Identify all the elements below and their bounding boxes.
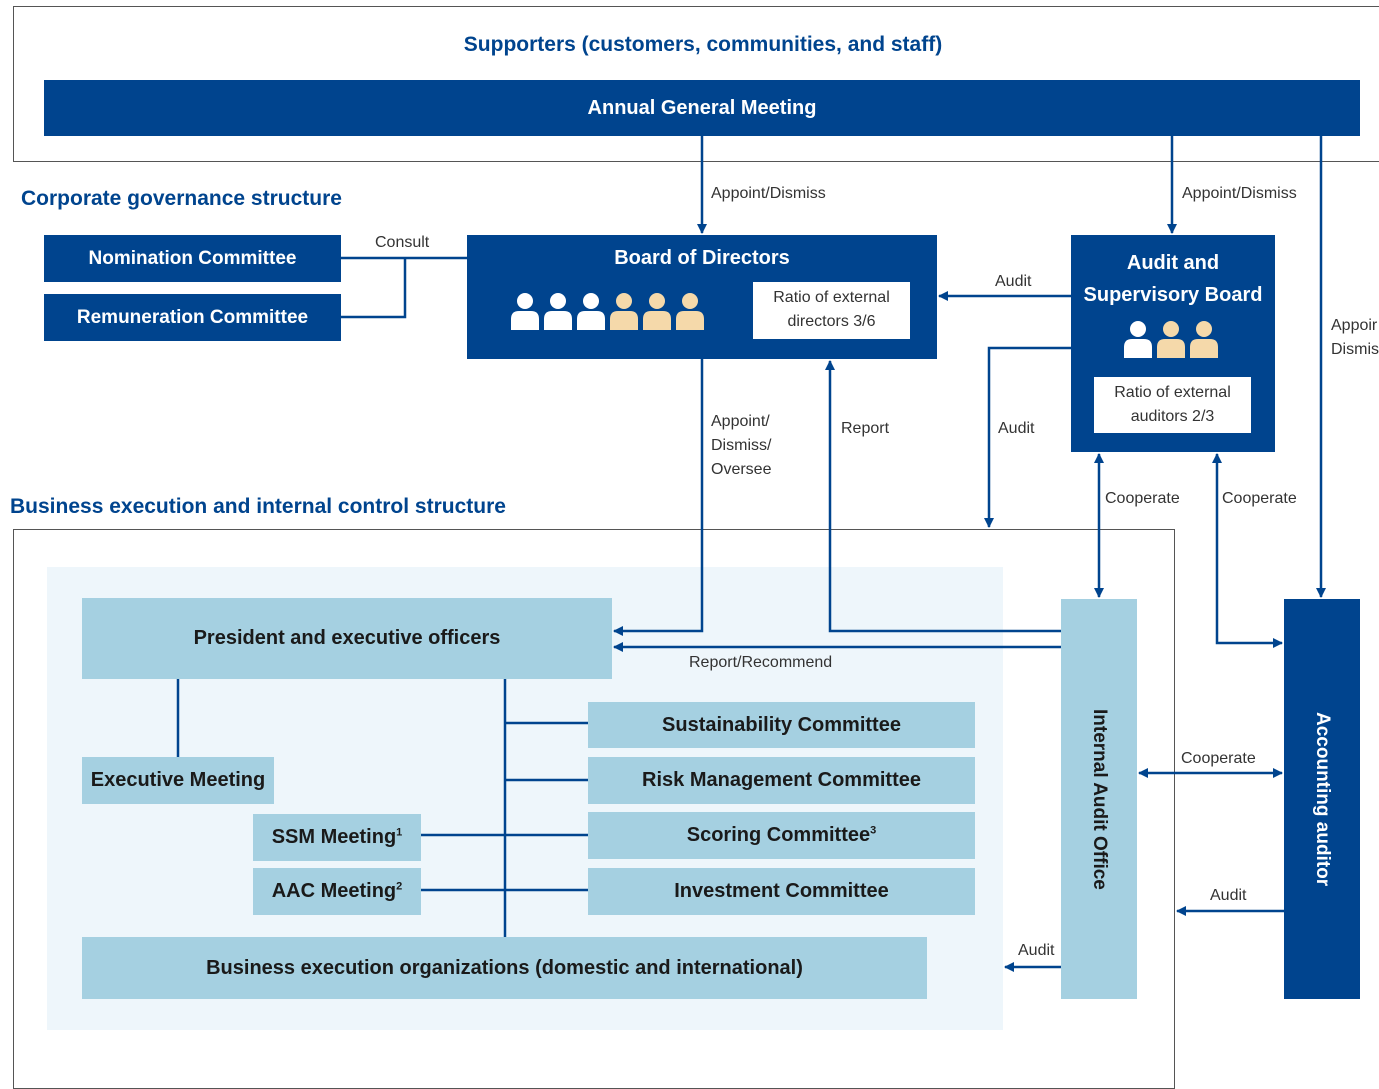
external-person-icon	[1157, 321, 1185, 358]
appoint-dismiss-label-accounting: Appoir Dismis	[1331, 314, 1379, 362]
aac-meeting-box: AAC Meeting2	[253, 868, 421, 915]
appoint-oversee-line2: Dismiss/	[711, 437, 772, 454]
audit-label-internal: Audit	[1018, 942, 1055, 959]
governance-title: Corporate governance structure	[21, 187, 342, 210]
audit-supervisory-board-box: Audit and Supervisory Board Ratio of ext…	[1071, 235, 1275, 452]
auditor-icons	[1124, 320, 1224, 360]
appoint-oversee-line1: Appoint/	[711, 413, 770, 430]
audit-ratio-box: Ratio of external auditors 2/3	[1094, 377, 1251, 433]
business-orgs-label: Business execution organizations (domest…	[206, 956, 803, 979]
supporters-frame	[13, 6, 1379, 162]
business-title: Business execution and internal control …	[10, 495, 506, 518]
board-of-directors-box: Board of Directors Ratio of external dir…	[467, 235, 937, 359]
cooperate-label-internal-audit: Cooperate	[1105, 490, 1180, 507]
audit-board-title: Audit and Supervisory Board	[1071, 247, 1275, 311]
risk-management-committee-box: Risk Management Committee	[588, 757, 975, 804]
scoring-committee-label: Scoring Committee3	[687, 824, 876, 847]
ssm-meeting-text: SSM Meeting	[271, 826, 397, 848]
supporters-title: Supporters (customers, communities, and …	[463, 33, 943, 56]
audit-label-accounting: Audit	[1210, 887, 1247, 904]
person-icon	[544, 293, 572, 330]
board-title: Board of Directors	[614, 247, 790, 269]
agm-bar: Annual General Meeting	[44, 80, 1360, 136]
nomination-committee-box: Nomination Committee	[44, 235, 341, 282]
report-recommend-label: Report/Recommend	[689, 654, 833, 671]
cooperate-label-internal-accounting: Cooperate	[1181, 750, 1256, 767]
scoring-committee-box: Scoring Committee3	[588, 812, 975, 859]
director-people-icons	[511, 293, 704, 330]
nomination-committee-label: Nomination Committee	[88, 247, 297, 269]
investment-committee-label: Investment Committee	[674, 880, 889, 902]
external-person-icon	[1190, 321, 1218, 358]
internal-audit-office-label: Internal Audit Office	[1089, 708, 1110, 890]
internal-audit-office-box: Internal Audit Office	[1061, 599, 1137, 999]
internal-audit-report-to-board-arrow	[825, 360, 1061, 633]
report-label: Report	[841, 420, 890, 437]
ssm-meeting-label: SSM Meeting1	[272, 826, 403, 849]
agm-label: Annual General Meeting	[587, 96, 817, 119]
board-ratio-box: Ratio of external directors 3/6	[753, 282, 910, 339]
audit-ratio-line2: auditors 2/3	[1130, 408, 1215, 425]
executive-meeting-box: Executive Meeting	[82, 757, 274, 804]
appoint-dismiss-label-board: Appoint/Dismiss	[711, 185, 826, 202]
audit-board-accounting-cooperate	[1212, 453, 1283, 648]
aac-meeting-footnote: 2	[396, 880, 403, 893]
appoint-oversee-line3: Oversee	[711, 461, 772, 478]
president-label: President and executive officers	[193, 627, 501, 649]
accounting-auditor-box: Accounting auditor	[1284, 599, 1360, 999]
executive-meeting-label: Executive Meeting	[90, 769, 266, 791]
investment-committee-box: Investment Committee	[588, 868, 975, 915]
president-box: President and executive officers	[82, 598, 612, 679]
risk-management-committee-label: Risk Management Committee	[642, 769, 921, 791]
board-ratio-line1: Ratio of external	[773, 289, 890, 306]
remuneration-committee-label: Remuneration Committee	[76, 306, 309, 328]
audit-label-board: Audit	[995, 273, 1032, 290]
appoint-oversee-label: Appoint/ Dismiss/ Oversee	[711, 410, 771, 482]
ssm-meeting-box: SSM Meeting1	[253, 814, 421, 861]
scoring-committee-footnote: 3	[870, 824, 877, 837]
cooperate-label-accounting: Cooperate	[1222, 490, 1297, 507]
audit-board-title-line1: Audit and	[1126, 252, 1220, 274]
external-person-icon	[643, 293, 671, 330]
audit-label-business: Audit	[998, 420, 1035, 437]
business-orgs-box: Business execution organizations (domest…	[82, 937, 927, 999]
consult-bracket	[341, 258, 407, 319]
person-icon	[577, 293, 605, 330]
accounting-auditor-label: Accounting auditor	[1312, 711, 1333, 887]
audit-ratio-line1: Ratio of external	[1114, 384, 1231, 401]
aac-meeting-label: AAC Meeting2	[272, 880, 403, 903]
sustainability-committee-box: Sustainability Committee	[588, 702, 975, 748]
aac-meeting-text: AAC Meeting	[271, 880, 397, 902]
person-icon	[1124, 321, 1152, 358]
remuneration-committee-box: Remuneration Committee	[44, 294, 341, 341]
person-icon	[511, 293, 539, 330]
audit-board-title-line2: Supervisory Board	[1083, 284, 1263, 306]
sustainability-committee-label: Sustainability Committee	[662, 713, 901, 736]
board-to-president-arrow	[613, 359, 704, 636]
scoring-committee-text: Scoring Committee	[686, 824, 871, 846]
appoint-dismiss-label-accounting-line2: Dismis	[1331, 341, 1379, 358]
ssm-meeting-footnote: 1	[396, 826, 403, 839]
connector-lines	[176, 136, 1326, 972]
board-ratio-line2: directors 3/6	[787, 313, 876, 330]
appoint-dismiss-label-audit-board: Appoint/Dismiss	[1182, 185, 1297, 202]
external-person-icon	[610, 293, 638, 330]
audit-board-to-business-arrow	[984, 346, 1071, 528]
external-person-icon	[676, 293, 704, 330]
appoint-dismiss-label-accounting-line1: Appoir	[1331, 317, 1378, 334]
auditor-people-icons	[1124, 321, 1218, 358]
consult-label: Consult	[375, 234, 430, 251]
director-icons	[511, 292, 711, 332]
